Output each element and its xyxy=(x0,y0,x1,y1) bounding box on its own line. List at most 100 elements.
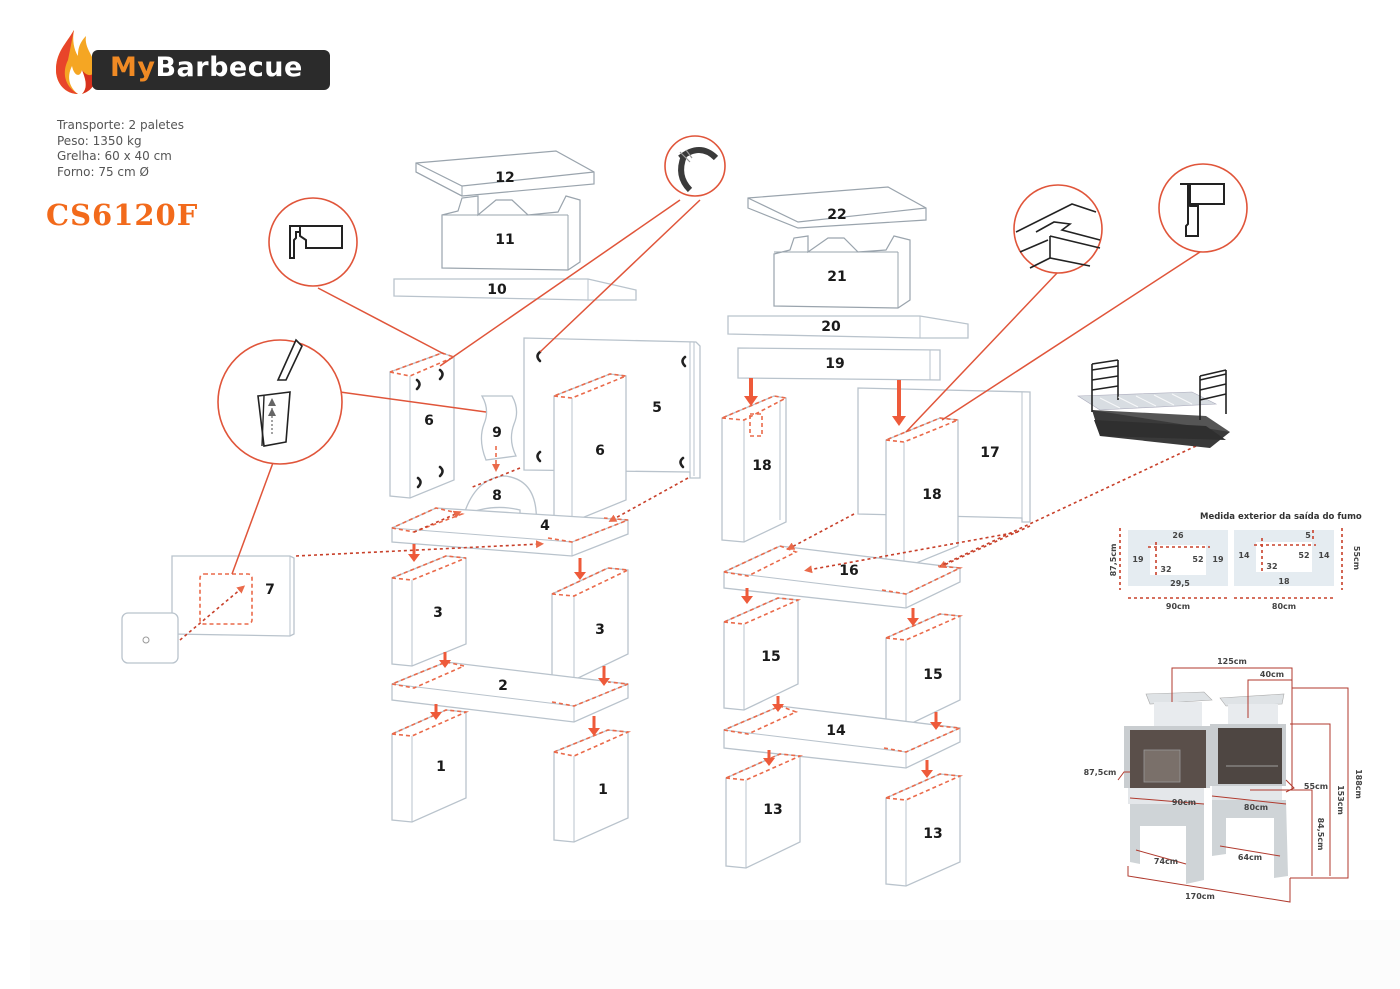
part-label: 1 xyxy=(598,782,608,798)
part-label: 18 xyxy=(752,458,771,474)
logo-text: MyBarbecue xyxy=(110,52,303,83)
part-label: 22 xyxy=(827,207,846,223)
part-11: 11 xyxy=(441,195,581,271)
oven-door xyxy=(121,612,179,664)
part-label: 20 xyxy=(821,319,841,335)
dim-label: 32 xyxy=(1266,562,1277,571)
dim-label: 26 xyxy=(1172,531,1184,540)
part-15-right: 15 xyxy=(885,613,964,727)
dim-label: 5 xyxy=(1305,531,1311,540)
part-19: 19 xyxy=(737,347,941,381)
dim-label: 14 xyxy=(1238,551,1250,560)
callout-joint-left xyxy=(268,197,445,355)
dim-label: 19 xyxy=(1212,555,1224,564)
grill-basket xyxy=(1077,359,1230,448)
dim-label: 52 xyxy=(1298,551,1309,560)
dim-label: 80cm xyxy=(1272,602,1296,611)
dim-label: 153cm xyxy=(1336,785,1345,815)
logo-bar xyxy=(92,50,330,90)
part-label: 6 xyxy=(424,413,434,429)
part-15-left: 15 xyxy=(723,597,802,711)
dim-label: 90cm xyxy=(1166,602,1190,611)
part-label: 2 xyxy=(498,678,508,694)
dim-label: 14 xyxy=(1318,551,1330,560)
part-label: 13 xyxy=(763,802,782,818)
part-1-left: 1 xyxy=(391,709,470,823)
part-label: 6 xyxy=(595,443,605,459)
part-label: 5 xyxy=(652,400,662,416)
callout-anchor xyxy=(217,338,487,575)
spec-weight: Peso: 1350 kg xyxy=(57,133,142,148)
dim-label: 87,5cm xyxy=(1084,768,1117,777)
specs-list: Transporte: 2 paletes Peso: 1350 kg Grel… xyxy=(57,118,184,180)
part-4: 4 xyxy=(295,467,689,557)
part-label: 15 xyxy=(761,649,780,665)
dim-label: 90cm xyxy=(1172,798,1196,807)
callout-groove xyxy=(905,184,1103,433)
part-13-right: 13 xyxy=(885,773,964,887)
dim-label: 29,5 xyxy=(1170,579,1190,588)
part-label: 11 xyxy=(495,232,514,248)
part-label: 9 xyxy=(492,425,502,441)
dim-label: 80cm xyxy=(1244,803,1268,812)
part-7: 7 xyxy=(121,555,295,664)
assembly-arrows-upper-right xyxy=(744,378,906,426)
part-label: 19 xyxy=(825,356,844,372)
part-16: 16 xyxy=(723,445,1197,609)
part-2: 2 xyxy=(391,661,629,723)
part-20: 20 xyxy=(727,315,969,339)
dim-label: 64cm xyxy=(1238,853,1262,862)
part-9: 9 xyxy=(480,395,518,472)
part-label: 3 xyxy=(595,622,605,638)
part-6-left: 6 xyxy=(389,352,457,499)
dim-label: 19 xyxy=(1132,555,1144,564)
dim-label: 87,5cm xyxy=(1109,544,1118,577)
callout-hook xyxy=(439,135,726,367)
part-label: 4 xyxy=(540,518,550,534)
assembly-arrows-left xyxy=(408,544,610,736)
part-label: 18 xyxy=(922,487,941,503)
model-code: CS6120F xyxy=(46,198,199,232)
part-13-left: 13 xyxy=(725,753,804,869)
part-3-right: 3 xyxy=(551,567,631,681)
part-22: 22 xyxy=(747,186,927,229)
spec-grill: Grelha: 60 x 40 cm xyxy=(57,149,172,163)
spec-oven: Forno: 75 cm Ø xyxy=(57,164,149,179)
bottom-band xyxy=(30,920,1400,989)
part-label: 3 xyxy=(433,605,443,621)
part-12: 12 xyxy=(415,150,595,197)
dim-label: 18 xyxy=(1278,577,1290,586)
part-label: 8 xyxy=(492,488,502,504)
part-label: 12 xyxy=(495,170,514,186)
dim-label: 84,5cm xyxy=(1316,818,1325,851)
dim-label: 74cm xyxy=(1154,857,1178,866)
brand-logo: MyBarbecue xyxy=(48,28,330,96)
part-label: 10 xyxy=(487,282,507,298)
dim-label: 55cm xyxy=(1304,782,1328,791)
part-label: 17 xyxy=(980,445,999,461)
part-label: 13 xyxy=(923,826,942,842)
part-3-left: 3 xyxy=(391,555,467,667)
spec-transport: Transporte: 2 paletes xyxy=(57,118,185,132)
part-label: 1 xyxy=(436,759,446,775)
part-label: 16 xyxy=(839,563,858,579)
dim-label: 32 xyxy=(1160,565,1171,574)
smoke-outlet-dims: Medida exterior da saída do fumo 26 19 5… xyxy=(1109,512,1362,611)
part-18-left: 18 xyxy=(721,395,789,543)
part-label: 15 xyxy=(923,667,942,683)
part-label: 21 xyxy=(827,269,846,285)
assembly-arrows-lower-right xyxy=(741,588,942,778)
assembled-product: 125cm 40cm 87,5cm 90cm 80cm 55cm 74cm 64… xyxy=(1084,657,1363,903)
dim-label: 55cm xyxy=(1352,546,1361,570)
dim-label: 170cm xyxy=(1185,892,1215,901)
callout-corner xyxy=(941,163,1248,421)
part-18-right: 18 xyxy=(885,417,959,569)
smoke-outlet-title: Medida exterior da saída do fumo xyxy=(1200,512,1362,522)
dim-label: 188cm xyxy=(1354,769,1363,799)
dim-label: 125cm xyxy=(1217,657,1247,666)
dim-label: 52 xyxy=(1192,555,1203,564)
part-label: 7 xyxy=(265,582,275,598)
part-10: 10 xyxy=(393,278,637,301)
